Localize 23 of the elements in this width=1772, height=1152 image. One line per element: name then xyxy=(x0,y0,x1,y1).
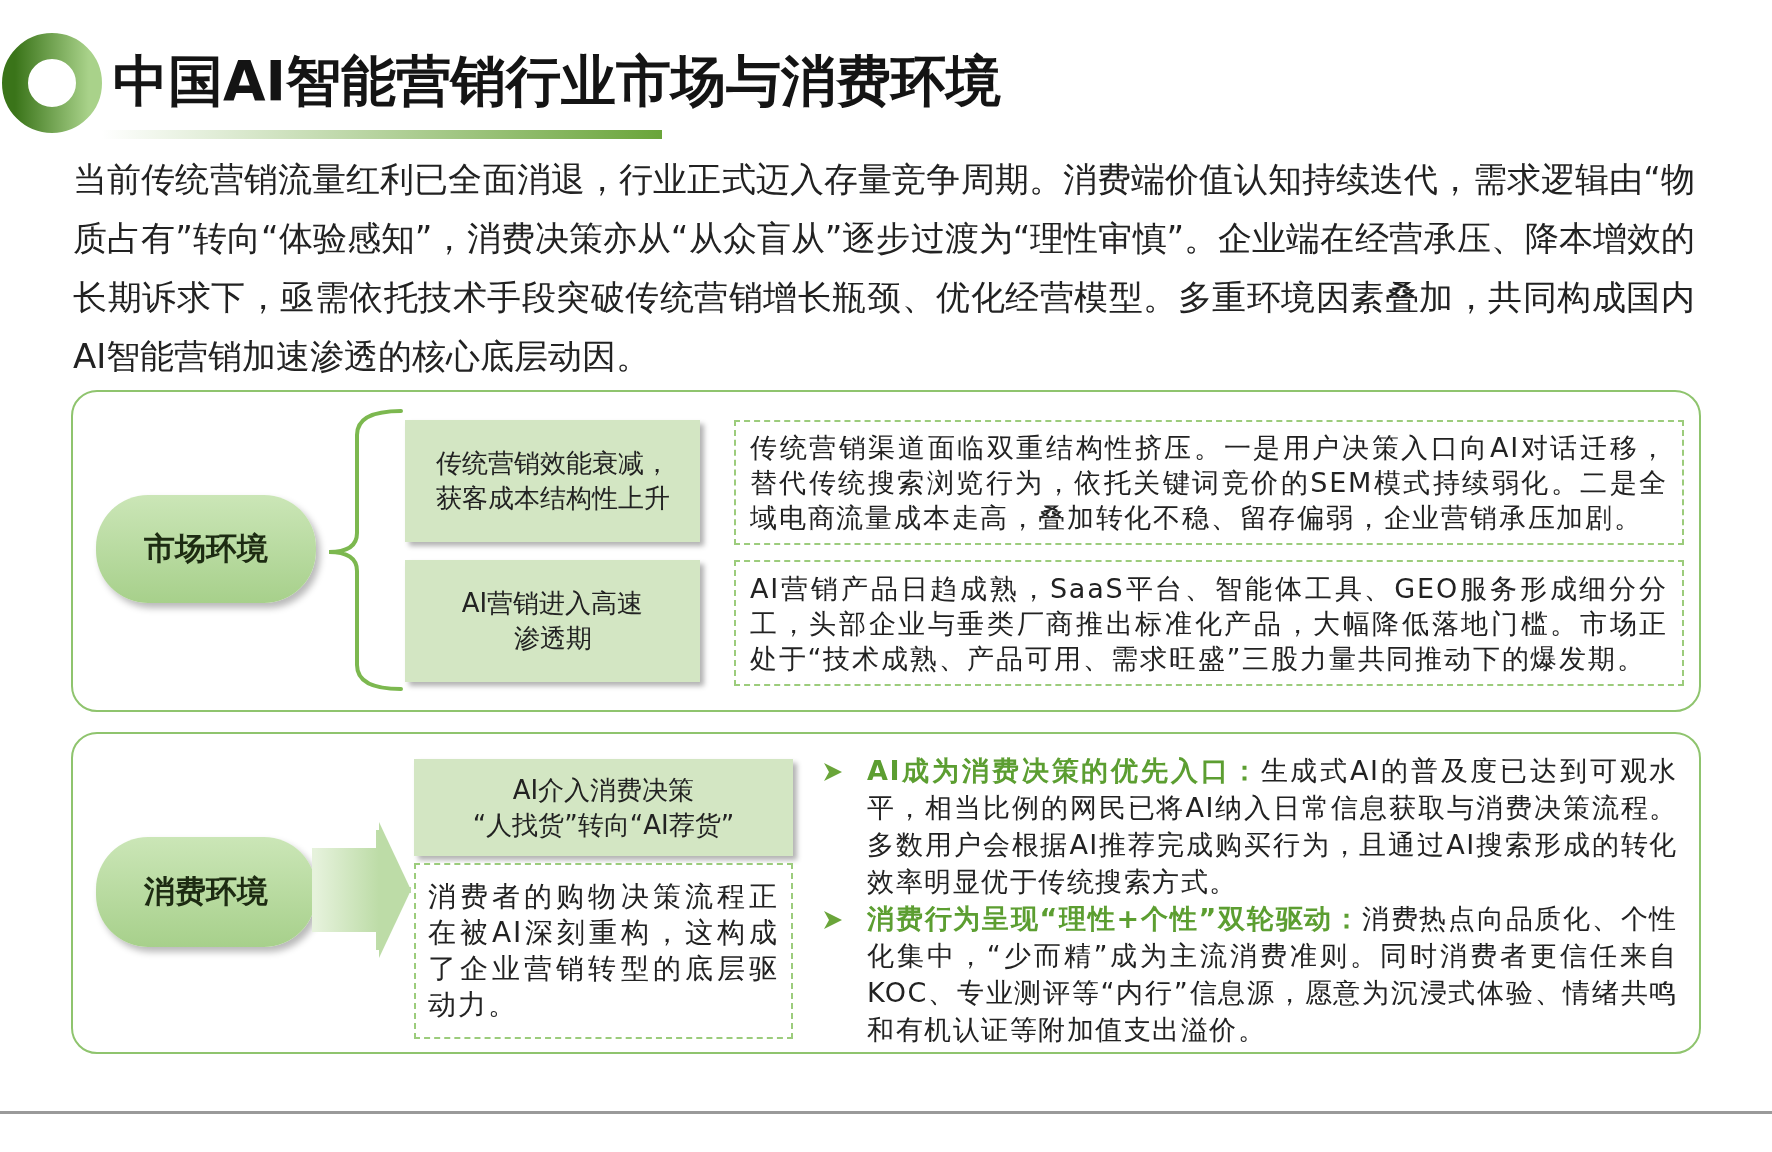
detail-box xyxy=(734,420,1684,545)
bullet-text: AI成为消费决策的优先入口：生成式AI的普及度已达到可观水平，相当比例的网民已将AI纳入日常信息获取与消费决策流程。多数用户会根据AI推荐完成购买行为，且通过AI搜索形成的转化效率明显优于传统搜索方式。 xyxy=(867,754,1678,899)
summary-box xyxy=(405,420,700,542)
category-title: 市场环境 xyxy=(144,529,268,568)
category-title: 消费环境 xyxy=(144,872,268,911)
summary-box xyxy=(414,759,793,856)
detail-box xyxy=(414,863,793,1039)
block-arrow xyxy=(312,822,414,958)
description-text: 传统营销渠道面临双重结构性挤压。一是用户决策入口向AI对话迁移，替代传统搜索浏览行为，依托关键词竞价的SEM模式持续弱化。二是全域电商流量成本走高，叠加转化不稳、留存偏弱，企业营销承压加剧。 xyxy=(750,431,1668,535)
section-panel xyxy=(71,390,1701,712)
category-pill xyxy=(96,495,316,603)
detail-box xyxy=(734,560,1684,686)
heading-text: AI营销进入高速渗透期 xyxy=(460,587,645,655)
intro-paragraph: 当前传统营销流量红利已全面消退，行业正式迈入存量竞争周期。消费端价值认知持续迭代，需求逻辑由“物质占有”转向“体验感知”，消费决策亦从“从众盲从”逐步过渡为“理性审慎”。企业端在经营承压、降本增效的长期诉求下，亟需依托技术手段突破传统营销增长瓶颈、优化经营模型。多重环境因素叠加，共同构成国内AI智能营销加速渗透的核心底层动因。 xyxy=(73,158,1695,378)
bullet-text: 消费行为呈现“理性+个性”双轮驱动：消费热点向品质化、个性化集中，“少而精”成为主流消费准则。同时消费者更信任来自KOC、专业测评等“内行”信息源，愿意为沉浸式体验、情绪共鸣和有机认证等附加值支出溢价。 xyxy=(867,902,1678,1047)
description-text: 消费者的购物决策流程正在被AI深刻重构，这构成了企业营销转型的底层驱动力。 xyxy=(428,879,779,1023)
page-title: 中国AI智能营销行业市场与消费环境 xyxy=(113,48,1002,115)
heading-text: 传统营销效能衰减，获客成本结构性上升 xyxy=(434,447,671,515)
description-text: AI营销产品日趋成熟，SaaS平台、智能体工具、GEO服务形成细分分工，头部企业与垂类厂商推出标准化产品，大幅降低落地门槛。市场正处于“技术成熟、产品可用、需求旺盛”三股力量共同推动下的爆发期。 xyxy=(750,571,1668,676)
summary-box xyxy=(405,560,700,682)
heading-text: AI介入消费决策 xyxy=(512,773,695,807)
section-panel xyxy=(71,732,1701,1054)
heading-text: “人找货”转向“AI荐货” xyxy=(472,808,735,842)
